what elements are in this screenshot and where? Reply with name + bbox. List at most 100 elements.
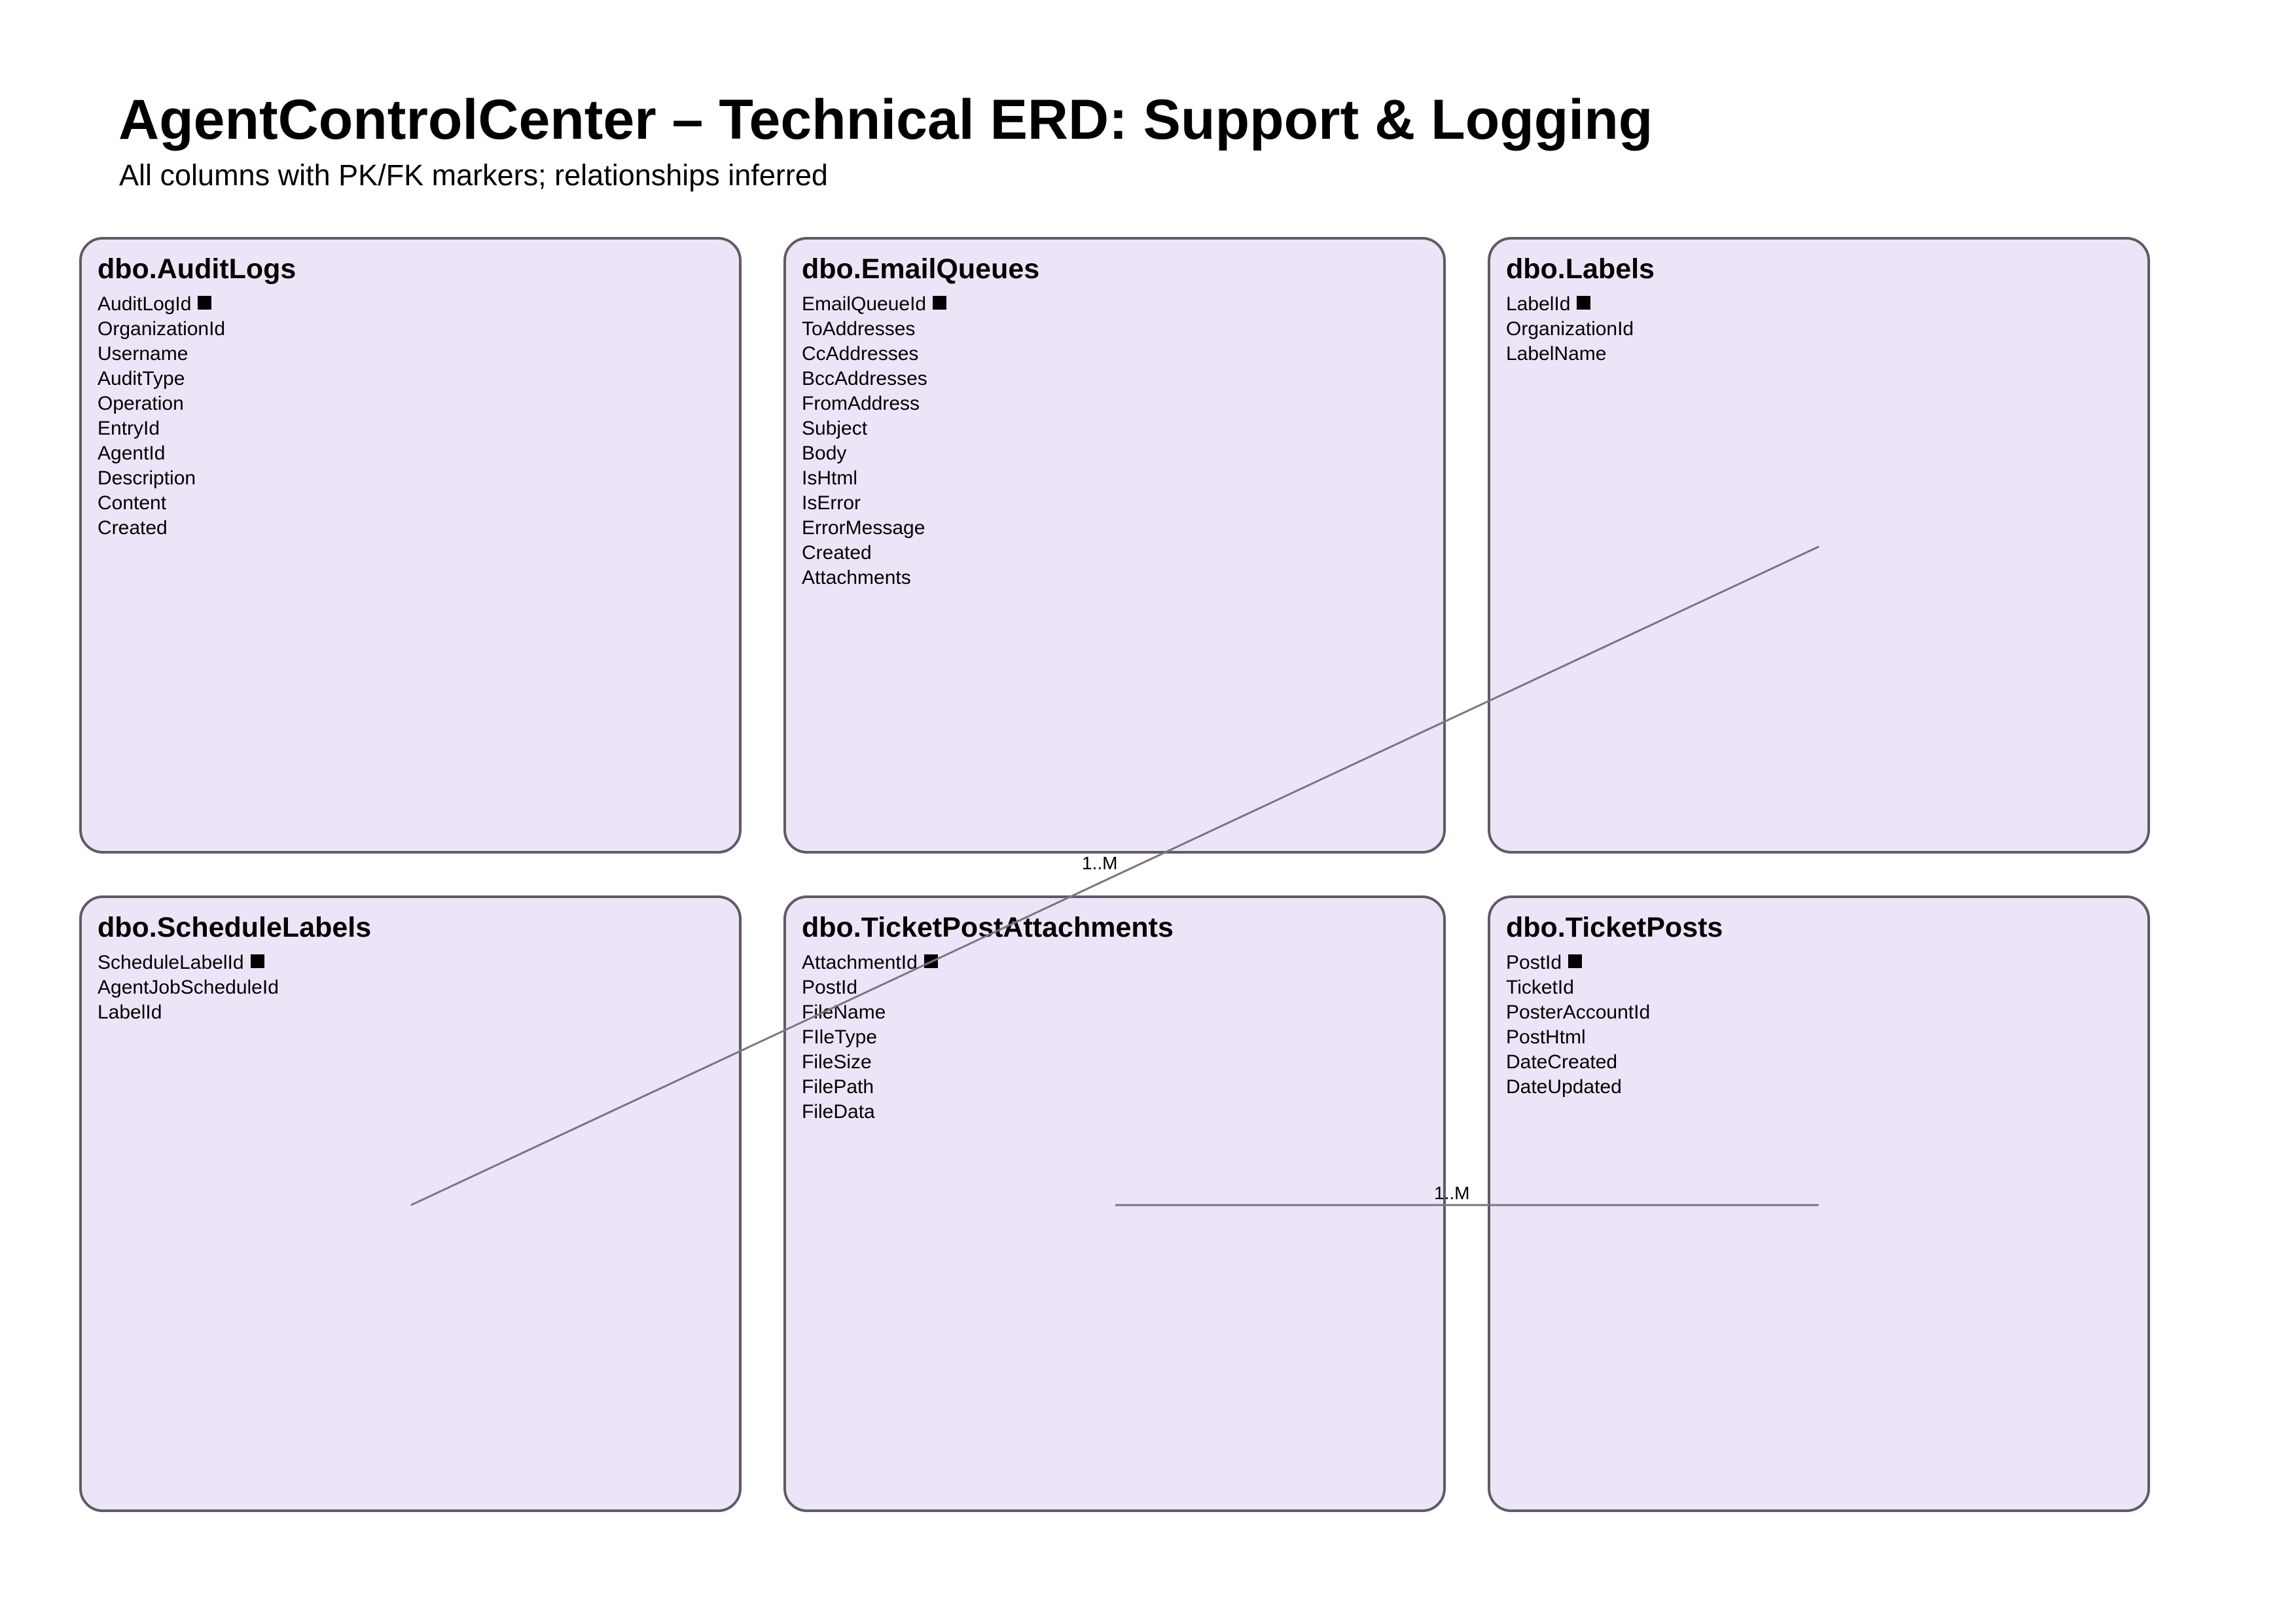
column-name: OrganizationId bbox=[98, 318, 226, 340]
column-name: FileData bbox=[802, 1101, 875, 1123]
column-name: AuditType bbox=[98, 368, 185, 389]
column-row: LabelId bbox=[98, 1000, 279, 1025]
column-name: Content bbox=[98, 492, 167, 514]
column-name: BccAddresses bbox=[802, 368, 927, 389]
column-name: Created bbox=[802, 542, 872, 564]
column-row: FileData bbox=[802, 1100, 938, 1125]
column-row: LabelName bbox=[1506, 342, 1634, 367]
column-name: PostHtml bbox=[1506, 1026, 1586, 1048]
column-row: CcAddresses bbox=[802, 342, 946, 367]
column-name: ToAddresses bbox=[802, 318, 916, 340]
column-name: ErrorMessage bbox=[802, 517, 925, 539]
primary-key-icon bbox=[924, 954, 938, 968]
column-name: Operation bbox=[98, 393, 184, 414]
cardinality-label: 1..M bbox=[1082, 853, 1117, 873]
column-row: Username bbox=[98, 342, 225, 367]
primary-key-icon bbox=[1568, 954, 1583, 968]
column-row: AuditLogId bbox=[98, 292, 225, 317]
entity-name: dbo.EmailQueues bbox=[802, 253, 1040, 285]
column-row: PostId bbox=[1506, 950, 1650, 975]
column-row: Content bbox=[98, 491, 225, 516]
column-row: DateCreated bbox=[1506, 1050, 1650, 1075]
column-row: Subject bbox=[802, 416, 946, 441]
column-name: OrganizationId bbox=[1506, 318, 1634, 340]
entity-name: dbo.AuditLogs bbox=[98, 253, 296, 285]
column-name: Body bbox=[802, 442, 847, 464]
column-name: EntryId bbox=[98, 418, 160, 439]
column-row: IsHtml bbox=[802, 466, 946, 491]
column-row: AgentId bbox=[98, 441, 225, 466]
column-row: OrganizationId bbox=[1506, 317, 1634, 342]
column-row: ErrorMessage bbox=[802, 516, 946, 541]
column-row: FromAddress bbox=[802, 391, 946, 416]
column-row: FileSize bbox=[802, 1050, 938, 1075]
column-row: TicketId bbox=[1506, 975, 1650, 1000]
column-name: AgentId bbox=[98, 442, 166, 464]
column-row: OrganizationId bbox=[98, 317, 225, 342]
column-row: ScheduleLabelId bbox=[98, 950, 279, 975]
column-row: EmailQueueId bbox=[802, 292, 947, 317]
column-row: AttachmentId bbox=[802, 950, 938, 975]
column-name: PostId bbox=[802, 977, 858, 998]
column-name: AgentJobScheduleId bbox=[98, 977, 279, 998]
column-name: AuditLogId bbox=[98, 293, 192, 315]
primary-key-icon bbox=[250, 954, 264, 968]
column-name: IsHtml bbox=[802, 467, 857, 489]
column-row: FileName bbox=[802, 1000, 938, 1025]
column-name: AttachmentId bbox=[802, 952, 918, 973]
column-name: EmailQueueId bbox=[802, 293, 927, 315]
column-name: FIleType bbox=[802, 1026, 878, 1048]
column-row: IsError bbox=[802, 491, 946, 516]
column-name: ScheduleLabelId bbox=[98, 952, 244, 973]
primary-key-icon bbox=[1577, 296, 1591, 310]
diagram-subtitle: All columns with PK/FK markers; relation… bbox=[119, 158, 828, 192]
column-name: Attachments bbox=[802, 567, 911, 588]
column-name: Username bbox=[98, 343, 188, 365]
entity-name: dbo.ScheduleLabels bbox=[98, 912, 372, 943]
entity-name: dbo.TicketPosts bbox=[1506, 912, 1723, 943]
column-row: PostId bbox=[802, 975, 938, 1000]
column-name: LabelId bbox=[1506, 293, 1571, 315]
column-row: Created bbox=[802, 541, 946, 566]
column-row: EntryId bbox=[98, 416, 225, 441]
column-name: FileSize bbox=[802, 1051, 872, 1073]
column-name: PostId bbox=[1506, 952, 1562, 973]
diagram-title: AgentControlCenter – Technical ERD: Supp… bbox=[118, 88, 1653, 151]
column-row: Body bbox=[802, 441, 946, 466]
column-name: DateCreated bbox=[1506, 1051, 1618, 1073]
column-row: Created bbox=[98, 516, 225, 541]
column-row: FilePath bbox=[802, 1075, 938, 1100]
column-name: Subject bbox=[802, 418, 868, 439]
column-name: CcAddresses bbox=[802, 343, 919, 365]
column-name: FromAddress bbox=[802, 393, 920, 414]
column-row: Attachments bbox=[802, 566, 946, 590]
column-name: PosterAccountId bbox=[1506, 1001, 1651, 1023]
column-row: BccAddresses bbox=[802, 367, 946, 391]
column-name: Description bbox=[98, 467, 196, 489]
column-row: Operation bbox=[98, 391, 225, 416]
primary-key-icon bbox=[933, 296, 947, 310]
column-name: TicketId bbox=[1506, 977, 1574, 998]
column-row: AuditType bbox=[98, 367, 225, 391]
column-name: LabelId bbox=[98, 1001, 162, 1023]
column-name: LabelName bbox=[1506, 343, 1607, 365]
column-name: DateUpdated bbox=[1506, 1076, 1622, 1098]
column-row: LabelId bbox=[1506, 292, 1634, 317]
column-row: FIleType bbox=[802, 1025, 938, 1050]
column-row: AgentJobScheduleId bbox=[98, 975, 279, 1000]
column-row: PosterAccountId bbox=[1506, 1000, 1650, 1025]
column-name: FilePath bbox=[802, 1076, 874, 1098]
column-name: FileName bbox=[802, 1001, 886, 1023]
